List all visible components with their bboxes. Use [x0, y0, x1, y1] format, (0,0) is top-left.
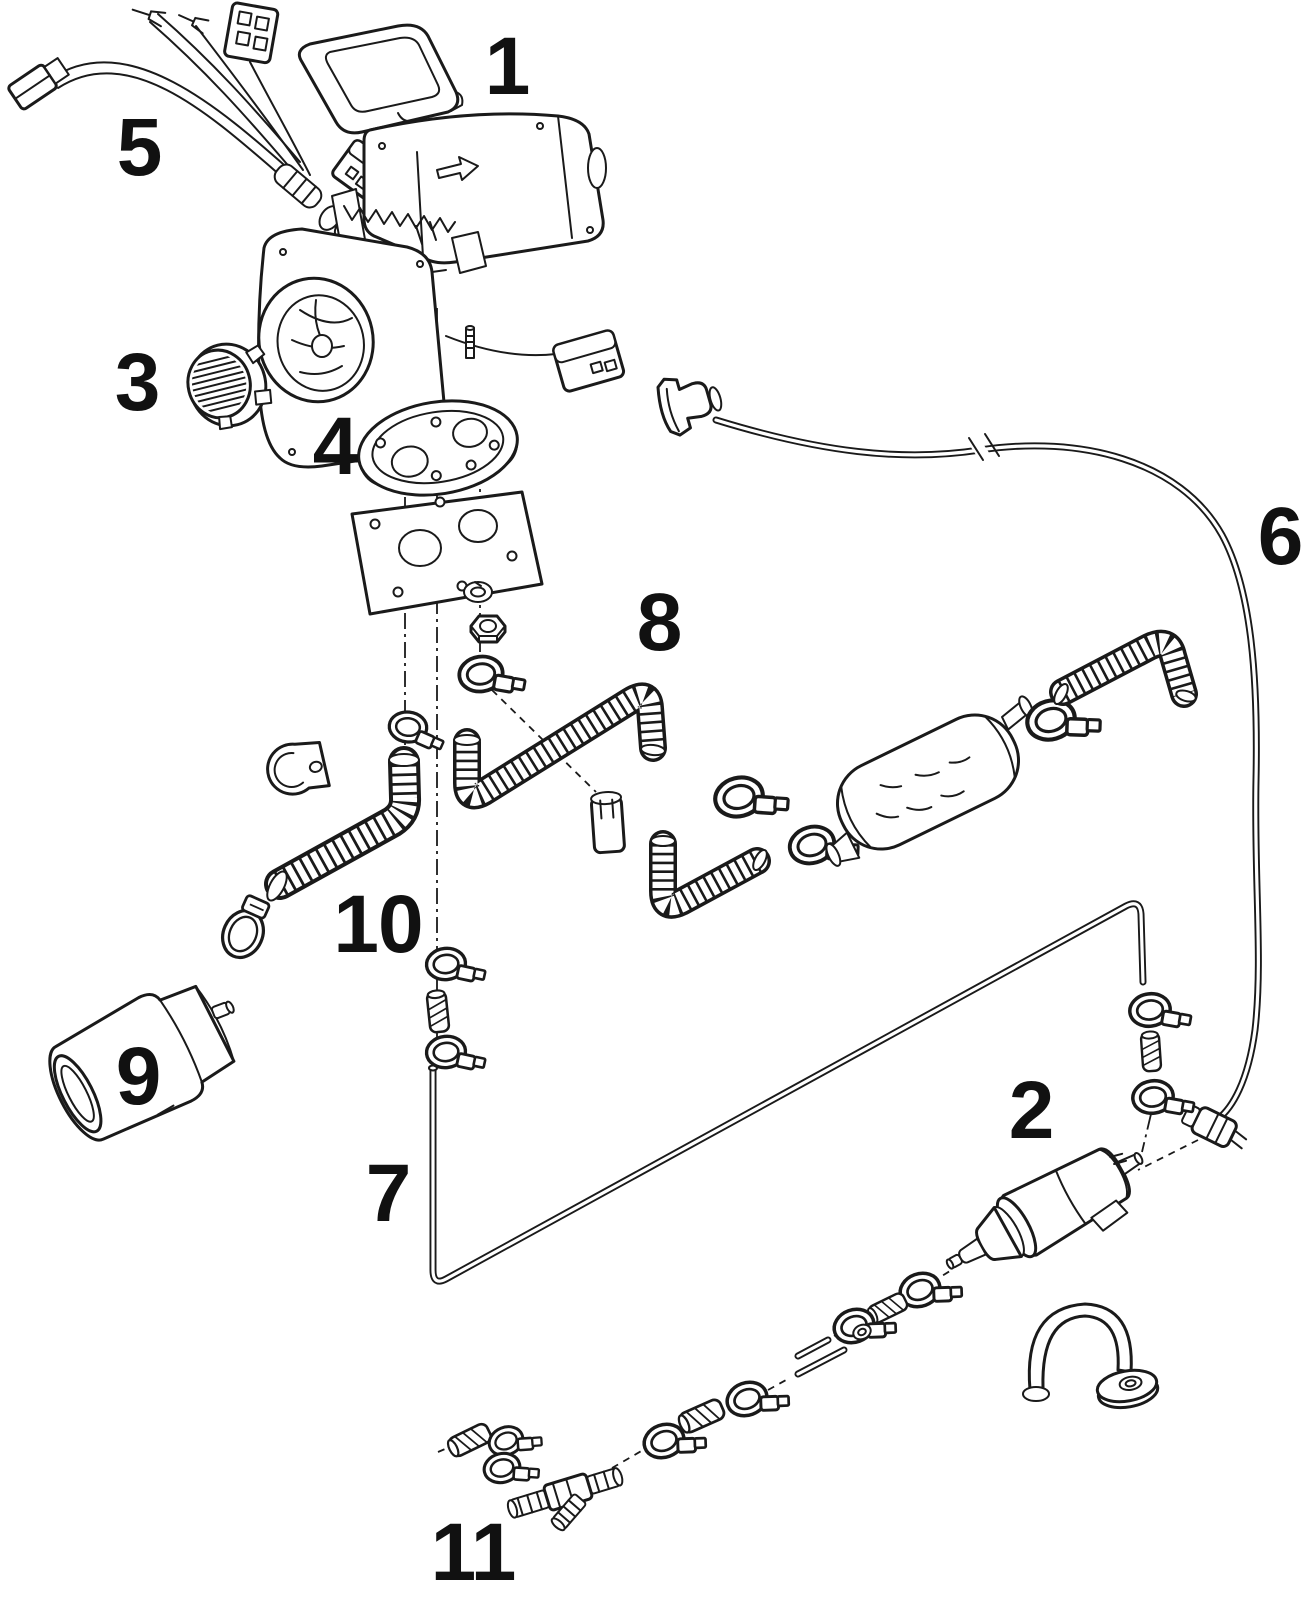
fuel-hose-sleeve [1139, 1029, 1163, 1073]
braided-stub [444, 1420, 495, 1461]
harness-loom-wrap [273, 163, 323, 209]
callout-4: 4 [312, 401, 359, 492]
heater-cover-drawing [297, 23, 464, 135]
pump-cable-connector [1181, 1104, 1248, 1150]
intake-cap-drawing [185, 342, 273, 431]
fuel-pump-cable-drawing [712, 416, 1262, 1150]
callout-9: 9 [115, 1031, 162, 1122]
exhaust-gasket-drawing [350, 490, 544, 616]
standpipe-drawing [794, 1323, 872, 1378]
hose-clamp [455, 648, 529, 702]
hose-clamp [711, 767, 791, 827]
callout-8: 8 [636, 577, 683, 668]
hex-nut-drawing [469, 614, 507, 644]
exhaust-hose-2-drawing [649, 830, 771, 919]
hose-clamp [1125, 986, 1195, 1036]
exhaust-stub-drawing [589, 790, 626, 855]
intake-silencer-drawing [48, 984, 236, 1142]
harness-two-pin-plug [7, 57, 70, 111]
intake-hose-drawing [264, 746, 422, 902]
callout-5: 5 [116, 102, 163, 193]
fuel-pump-drawing [945, 1147, 1144, 1270]
mounting-flange-drawing [357, 399, 519, 497]
callout-2: 2 [1008, 1065, 1055, 1156]
hose-clamp [720, 1368, 794, 1428]
exhaust-muffler-drawing [825, 695, 1034, 867]
cable-connector-drawing [656, 377, 723, 437]
fuel-hose-sleeve [425, 988, 451, 1035]
callout-6: 6 [1257, 491, 1304, 582]
fuel-tee-drawing [506, 1467, 624, 1532]
p-clip-drawing [266, 741, 331, 796]
rubber-mount-clamp-drawing [1022, 1302, 1160, 1410]
harness-terminal-2 [178, 14, 210, 35]
callout-11: 11 [430, 1507, 517, 1598]
heater-connector-drawing [552, 329, 626, 393]
harness-relay-connector [223, 1, 280, 65]
callout-7: 7 [365, 1148, 412, 1239]
hose-clamp [423, 942, 489, 988]
harness-terminal-1 [131, 8, 167, 28]
callout-1: 1 [484, 21, 531, 112]
fuel-tee-kit-drawing [444, 1323, 872, 1532]
stud-drawing [465, 325, 475, 359]
worm-clamp-drawing [213, 889, 278, 966]
exhaust-hose-1-drawing [453, 682, 667, 810]
braided-sleeve [674, 1396, 728, 1437]
fuel-hose-stub [794, 1336, 832, 1360]
callout-10: 10 [333, 879, 423, 970]
lock-washer-drawing [463, 581, 493, 603]
callout-3: 3 [114, 337, 161, 428]
exhaust-hose-3-drawing [1049, 629, 1198, 708]
assembly-center-lines [404, 308, 1199, 1469]
